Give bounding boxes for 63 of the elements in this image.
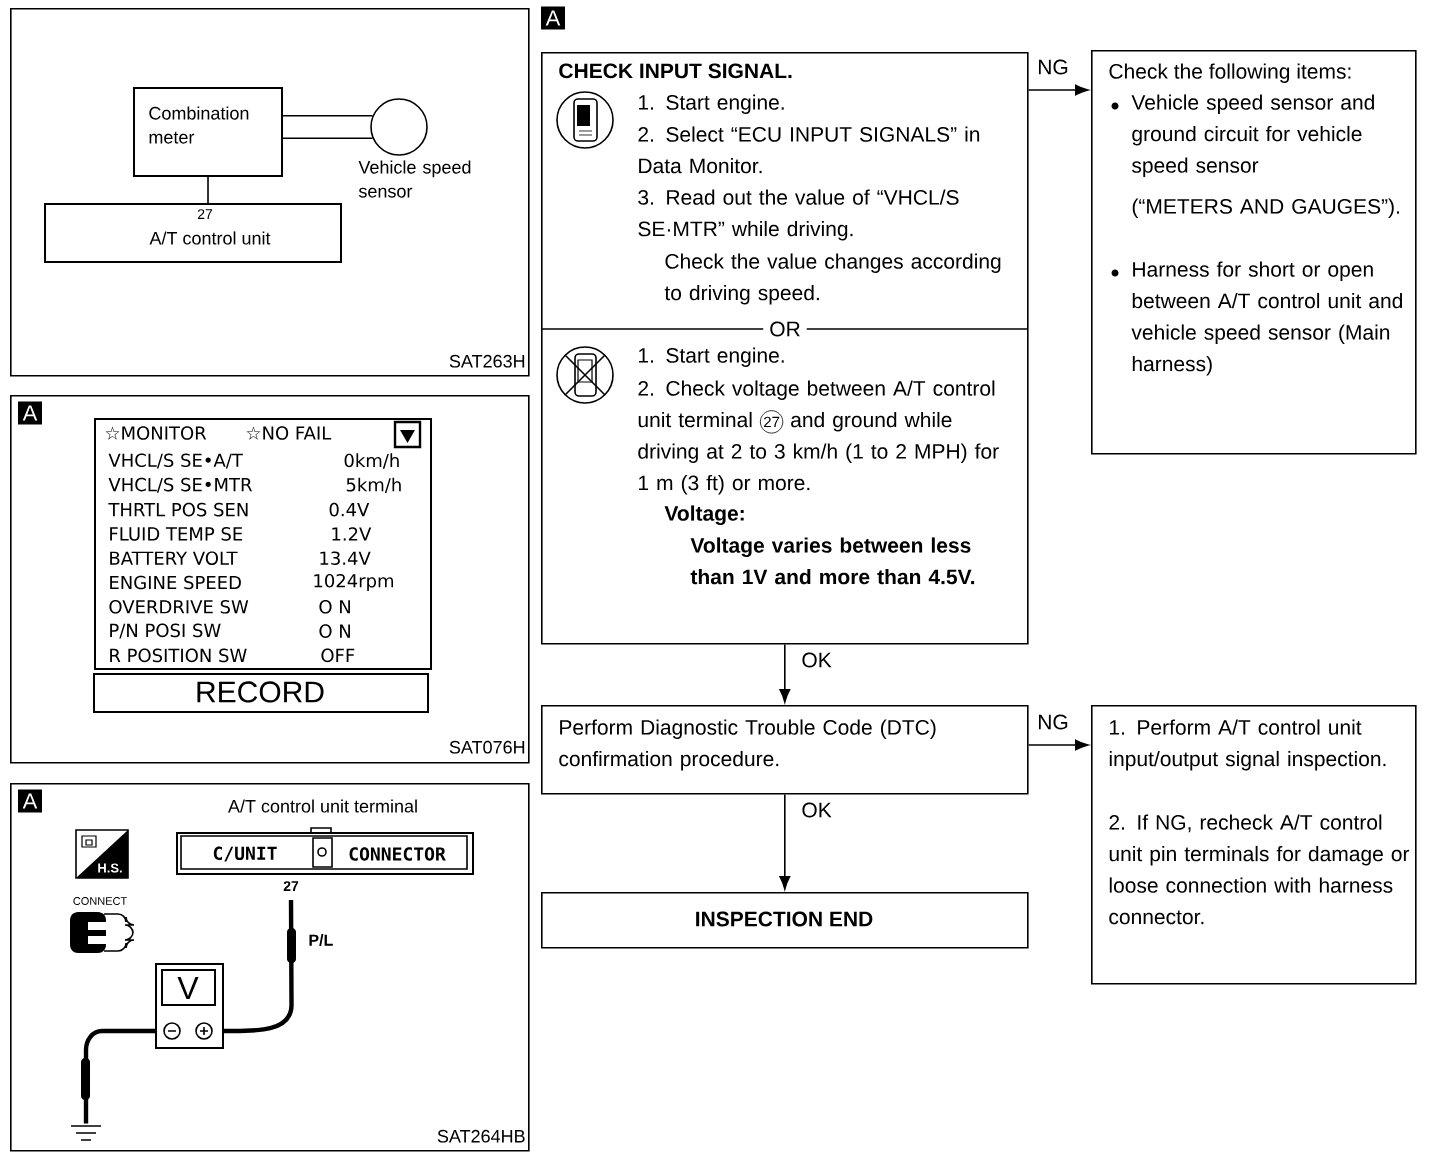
monitor-value: OFF <box>321 648 355 663</box>
icon-label: H.S. <box>98 863 122 873</box>
list-text: (“METERS AND GAUGES”). <box>1132 198 1399 218</box>
sensor-label: Vehicle speed sensor <box>358 160 471 198</box>
record-button: RECORD <box>93 673 429 713</box>
connector-line <box>779 793 791 890</box>
connector-line <box>282 114 374 117</box>
monitor-item: FLUID TEMP SE <box>110 527 243 541</box>
result-text: Voltage varies between less than 1V and more than 4.5V. <box>690 537 975 585</box>
edge-label: OK <box>799 800 834 820</box>
result-label: Voltage: <box>664 505 744 526</box>
test-lead <box>81 1028 155 1124</box>
component-box: Combination meter <box>133 87 283 177</box>
step-text: 2. Check voltage between A/T control unit terminal 27 and ground while driving at 2 to 3 km/h (1 to 2 MPH) for 1 m (3 ft) or more. <box>638 380 999 495</box>
ground-symbol <box>70 1125 102 1141</box>
monitor-item: THRTL POS SEN <box>108 502 248 517</box>
monitor-value: 1.2V <box>332 527 372 541</box>
connector-title: A/T control unit terminal <box>228 799 417 813</box>
step-text: 1. Perform A/T control unit input/output signal inspection. <box>1109 719 1386 771</box>
monitor-item: BATTERY VOLT <box>110 551 238 565</box>
component-box: 27 A/T control unit <box>44 203 342 263</box>
edge-label: NG <box>1035 712 1071 732</box>
connector-drawing: C/UNIT CONNECTOR <box>176 827 474 875</box>
test-lead <box>224 900 296 1034</box>
pin-number: 27 <box>283 881 299 891</box>
monitor-item: R POSITION SW <box>110 648 247 663</box>
screen-header: ☆NO FAIL <box>246 426 332 440</box>
end-box: INSPECTION END <box>541 892 1029 949</box>
list-text: Vehicle speed sensor and ground circuit for vehicle speed sensor <box>1131 94 1374 177</box>
box-text: Perform Diagnostic Trouble Code (DTC) confirmation procedure. <box>559 719 936 771</box>
screen-header: ☆MONITOR <box>105 426 207 440</box>
monitor-value: 0km/h <box>344 453 399 469</box>
step-text: Check the value changes according to driving speed. <box>664 253 1001 305</box>
icon-label: CONNECT <box>73 897 127 905</box>
connector-line <box>1027 739 1089 751</box>
monitor-item: VHCL/S SE•A/T <box>108 453 243 469</box>
connector-line <box>282 137 374 140</box>
edge-label: OK <box>799 650 834 670</box>
step-text: 2. If NG, recheck A/T control unit pin terminals for damage or loose connection with harness connector. <box>1109 814 1410 925</box>
voltmeter-drawing: V <box>155 963 224 1049</box>
edge-label: P/L <box>306 932 336 948</box>
connector-line <box>1027 84 1089 96</box>
connector-line <box>779 643 791 703</box>
monitor-item: P/N POSI SW <box>110 623 221 639</box>
monitor-value: O N <box>319 600 350 614</box>
monitor-value: 0.4V <box>329 502 370 517</box>
connector-line <box>207 176 209 204</box>
step-text: 2. Select “ECU INPUT SIGNALS” in Data Monitor. <box>638 126 980 174</box>
monitor-value: 13.4V <box>320 551 371 565</box>
step-text: 3. Read out the value of “VHCL/S SE·MTR” while driving. <box>638 189 959 241</box>
divider-label: OR <box>763 321 807 337</box>
box-text: Check the following items: <box>1109 63 1351 83</box>
edge-label: NG <box>1035 57 1071 77</box>
monitor-item: VHCL/S SE•MTR <box>108 477 252 493</box>
monitor-value: 5km/h <box>346 477 401 493</box>
monitor-item: ENGINE SPEED <box>110 575 241 590</box>
monitor-value: 1024rpm <box>314 573 393 592</box>
box-heading: CHECK INPUT SIGNAL. <box>559 63 792 79</box>
list-text: Harness for short or open between A/T control unit and vehicle speed sensor (Main harness) <box>1131 261 1402 376</box>
step-text: 1. Start engine. <box>639 94 784 114</box>
monitor-value: O N <box>319 624 350 638</box>
step-text: 1. Start engine. <box>639 347 784 367</box>
monitor-item: OVERDRIVE SW <box>109 600 249 614</box>
